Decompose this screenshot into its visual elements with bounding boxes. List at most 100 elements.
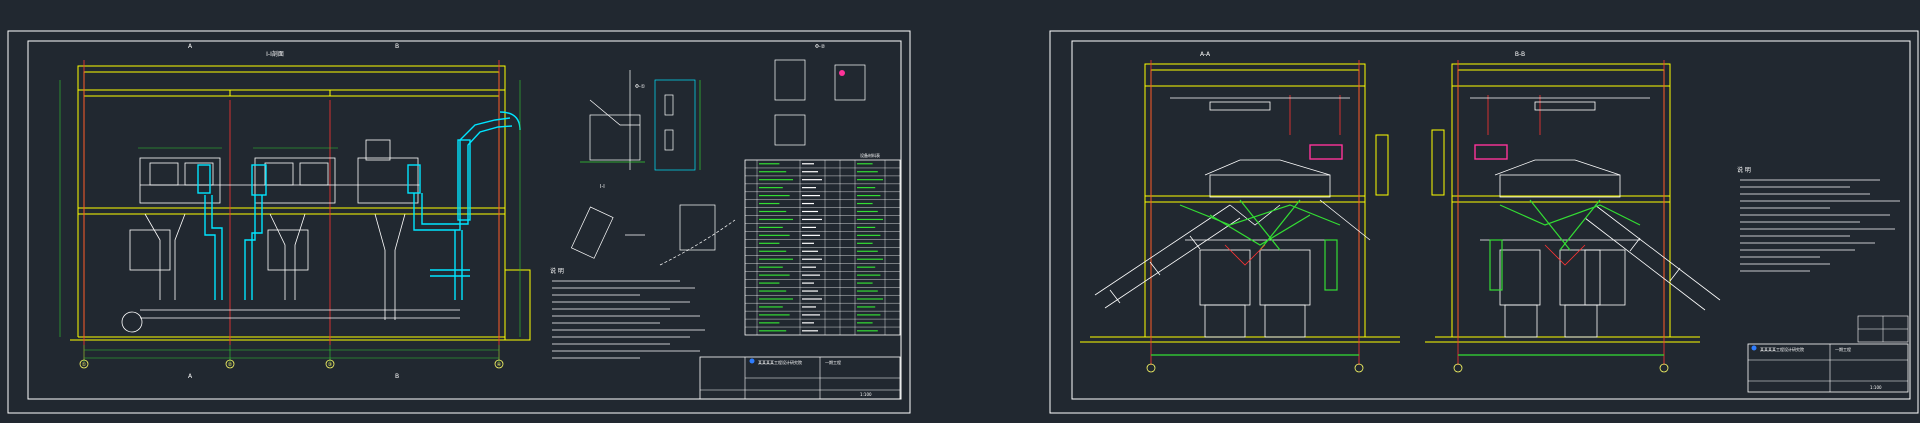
table-cell-text [802, 314, 820, 316]
right-title-block: 某某某某工程设计研究院 一期工程 1:100 [1747, 315, 1909, 393]
table-cell-text [802, 290, 818, 292]
sheet-right-inner-border [1071, 40, 1911, 400]
company-logo-icon [749, 358, 755, 364]
left-ducts [197, 111, 521, 300]
table-cell-text [802, 266, 816, 268]
table-cell-text [802, 282, 814, 284]
right-title-block-drawing: 一期工程 [1835, 346, 1851, 352]
right-section-title-b: B-B [1515, 51, 1525, 58]
right-funnels [1224, 244, 1586, 266]
right-structure-a [1080, 63, 1400, 343]
axis-label-2: ② [228, 362, 233, 368]
left-dimension-lines [59, 80, 521, 362]
axis-label-1: ① [82, 362, 87, 368]
right-equipment-a [1170, 97, 1350, 338]
table-cell-text [857, 194, 881, 197]
table-cell-text [759, 258, 793, 260]
sheet-right: A-A B-B [1049, 30, 1919, 414]
table-cell-text [802, 210, 818, 213]
table-cell-text [802, 298, 822, 300]
table-cell-text [857, 242, 873, 244]
marker-a-top: A [188, 43, 193, 50]
detail-title-2: Φ-② [815, 44, 826, 50]
table-cell-text [857, 282, 873, 284]
table-cell-text [857, 258, 883, 260]
left-notes-title: 说 明 [550, 267, 564, 275]
sheet-left-inner-border [27, 40, 902, 400]
left-title-block-drawing: 一期工程 [825, 359, 841, 365]
right-chutes [1151, 199, 1664, 356]
table-cell-text [802, 202, 814, 205]
table-cell-text [802, 187, 816, 189]
table-cell-text [857, 210, 878, 213]
right-axis-lines [1150, 60, 1665, 365]
sheet-left-outer-border [7, 30, 911, 414]
marker-b-bottom: B [395, 373, 399, 380]
right-drawing-number: 1:100 [1870, 385, 1882, 390]
table-cell-text [759, 194, 790, 197]
table-cell-text [759, 330, 787, 332]
table-cell-text [759, 171, 787, 173]
table-cell-text [802, 330, 818, 332]
table-cell-text [857, 330, 878, 332]
table-cell-text [802, 322, 814, 324]
table-cell-text [759, 242, 780, 244]
sheet-left: I-I剖面 A B A B [7, 30, 911, 414]
table-cell-text [802, 226, 816, 229]
table-cell-text [759, 250, 787, 252]
table-cell-text [857, 298, 883, 300]
table-cell-text [857, 226, 876, 229]
table-cell-text [857, 202, 873, 205]
left-table-header: 设备材料表 [860, 152, 880, 158]
right-cranes [1309, 144, 1508, 160]
axis-label-3: ③ [328, 362, 332, 368]
right-title-block-company: 某某某某工程设计研究院 [1760, 346, 1804, 352]
table-cell-text [857, 314, 881, 316]
table-cell-text [857, 266, 876, 268]
table-cell-text [857, 179, 883, 181]
detail-title-3: Ⅰ-Ⅰ [600, 184, 605, 190]
left-title-block-company: 某某某某工程设计研究院 [758, 359, 802, 365]
marker-b-top: B [395, 43, 399, 50]
table-cell-text [759, 234, 790, 236]
axis-label-4: ④ [497, 362, 502, 368]
table-cell-text [759, 290, 787, 292]
left-equipment-table [744, 159, 901, 336]
left-drawing-number: 1:100 [860, 392, 872, 397]
table-cell-text [857, 163, 873, 165]
table-cell-text [857, 290, 878, 292]
table-cell-text [759, 202, 780, 205]
table-cell-text [802, 194, 820, 197]
table-cell-text [802, 218, 822, 221]
right-section-title-a: A-A [1200, 51, 1211, 58]
table-cell-text [802, 250, 818, 252]
table-cell-text [759, 226, 783, 229]
table-cell-text [857, 234, 881, 236]
left-section-title: I-I剖面 [266, 50, 284, 58]
right-notes-title: 说 明 [1737, 166, 1751, 174]
left-title-block: 某某某某工程设计研究院 一期工程 1:100 [699, 356, 901, 400]
detail-title-1: Φ-① [635, 84, 646, 90]
company-logo-icon-right [1751, 345, 1757, 351]
table-cell-text [802, 179, 822, 181]
table-cell-text [759, 322, 780, 324]
table-cell-text [857, 250, 878, 252]
table-cell-text [802, 306, 816, 308]
left-axis-lines [83, 60, 500, 360]
detail-marker [839, 70, 845, 76]
left-axis-bubbles: ① ② ③ ④ [79, 359, 504, 369]
table-cell-text [802, 163, 814, 165]
table-cell-text [857, 306, 876, 308]
table-cell-text [759, 306, 783, 308]
table-cell-text [802, 274, 820, 276]
table-cell-text [759, 282, 780, 284]
table-cell-text [759, 274, 790, 276]
table-cell-text [857, 322, 873, 324]
right-equipment-b [1470, 97, 1650, 338]
table-cell-text [759, 298, 793, 300]
left-detail-views [570, 59, 866, 266]
right-notes-lines [1740, 179, 1900, 272]
table-cell-text [759, 266, 783, 268]
